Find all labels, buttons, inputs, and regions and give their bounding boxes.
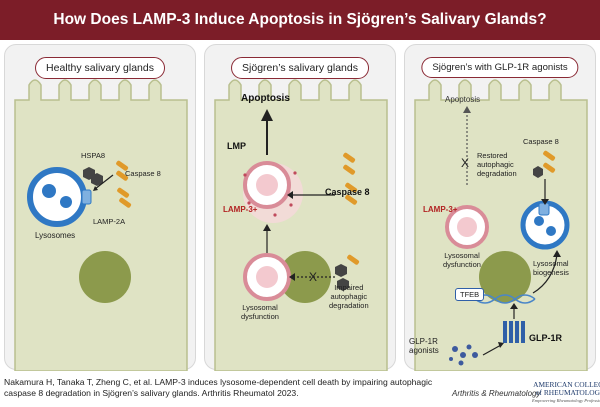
agonist-dots xyxy=(449,344,478,366)
arrow-biogenesis xyxy=(532,254,558,294)
lmp-label: LMP xyxy=(227,141,246,151)
panel-sjogren: X Sjögren’s salivary glands Apoptosis LM… xyxy=(204,44,396,371)
lysosomal-dysfunction-text: Lysosomal dysfunction xyxy=(443,251,481,269)
apoptosis-label: Apoptosis xyxy=(241,93,290,104)
page-title: How Does LAMP-3 Induce Apoptosis in Sjög… xyxy=(53,11,547,28)
caspase8-label: Caspase 8 xyxy=(523,137,559,146)
title-banner: How Does LAMP-3 Induce Apoptosis in Sjög… xyxy=(0,0,600,40)
nucleus xyxy=(479,251,531,303)
impaired-text: Impaired autophagic degradation xyxy=(329,283,369,310)
lysosomal-dysfunction-text: Lysosomal dysfunction xyxy=(241,303,279,321)
arrow-agonist-to-receptor xyxy=(482,344,502,356)
caspase8-label: Caspase 8 xyxy=(125,169,161,178)
lamp3-label: LAMP-3+ xyxy=(423,205,458,214)
lamp3-lysosome xyxy=(445,205,489,249)
panel-heading: Sjögren’s salivary glands xyxy=(231,57,369,79)
hspa8-icon xyxy=(335,264,349,291)
glp1r-agonists-text: GLP-1R agonists xyxy=(409,337,439,355)
caspase8-icon xyxy=(543,150,556,173)
leaky-lysosome xyxy=(243,161,303,223)
acr-logo-text: AMERICAN COLLEGE of RHEUMATOLOGY xyxy=(533,380,600,397)
hspa8-icon xyxy=(533,166,543,178)
caspase8-icon xyxy=(343,152,360,265)
hspa8-icon xyxy=(83,167,103,186)
caspase8-label: Caspase 8 xyxy=(325,187,370,197)
acr-logo: AMERICAN COLLEGE of RHEUMATOLOGY Empower… xyxy=(532,381,600,405)
panel-healthy: Healthy salivary glands HSPA8 Caspase 8 … xyxy=(4,44,196,371)
glp1r-receptor-icon xyxy=(503,321,525,343)
panel-heading: Healthy salivary glands xyxy=(35,57,165,79)
glp1r-label: GLP-1R xyxy=(529,333,563,343)
lysosomal-dysfunction-label: Lysosomal dysfunction xyxy=(241,303,279,321)
lysosome xyxy=(520,200,570,250)
citation: Nakamura H, Tanaka T, Zheng C, et al. LA… xyxy=(4,377,433,398)
panel-glp1r: X xyxy=(404,44,596,371)
glp1r-agonists-label: GLP-1R agonists xyxy=(409,337,439,355)
lysosomes-label: Lysosomes xyxy=(35,231,76,240)
sjogren-cell-illustration: X xyxy=(214,79,388,371)
lysosomal-dysfunction-label: Lysosomal dysfunction xyxy=(443,251,481,269)
svg-text:X: X xyxy=(309,270,317,284)
svg-text:X: X xyxy=(461,156,469,170)
arrow-caspase-to-lamp2a xyxy=(94,174,114,190)
dna-helix xyxy=(474,294,536,304)
healthy-cell-illustration xyxy=(14,79,188,371)
acr-tagline: Empowering Rheumatology Professionals xyxy=(532,398,600,403)
lamp2a-receptor xyxy=(81,189,92,205)
lysosome xyxy=(27,167,87,227)
panel-heading: Sjögren’s with GLP-1R agonists xyxy=(421,57,579,78)
restored-text: Restored autophagic degradation xyxy=(477,151,517,178)
lamp3-lysosome xyxy=(243,253,291,301)
journal-name: Arthritis & Rheumatology xyxy=(452,389,541,398)
lamp2a-label: LAMP-2A xyxy=(93,217,126,226)
hspa8-label: HSPA8 xyxy=(81,151,106,160)
lamp3-label: LAMP-3+ xyxy=(223,205,258,214)
cell-membrane xyxy=(14,79,188,371)
restored-label: Restored autophagic degradation xyxy=(477,151,517,178)
cell-membrane xyxy=(214,79,388,371)
caspase8-icon xyxy=(116,160,132,208)
lysosomal-biogenesis-text: Lysosomal biogenesis xyxy=(533,259,569,277)
lysosomal-biogenesis-label: Lysosomal biogenesis xyxy=(533,259,569,277)
nucleus xyxy=(79,251,131,303)
apoptosis-label: Apoptosis xyxy=(445,95,481,104)
tfeb-label: TFEB xyxy=(455,288,485,301)
impaired-label: Impaired autophagic degradation xyxy=(329,283,369,310)
